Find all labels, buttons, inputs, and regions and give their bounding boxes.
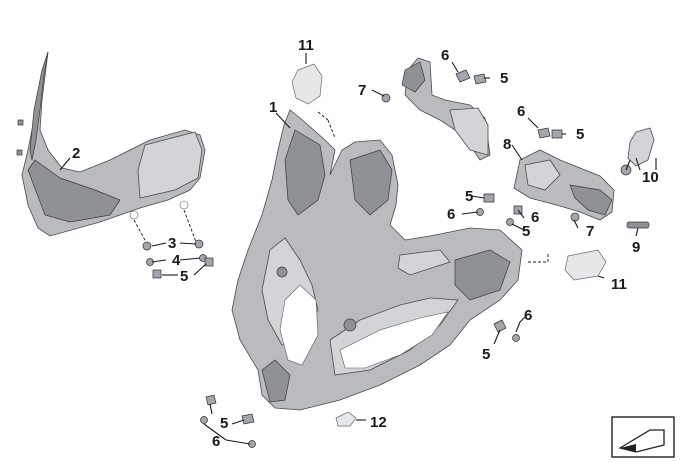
part-2-hardware <box>133 209 214 279</box>
part-2-upper-panel <box>16 51 206 237</box>
callout-6-lower: 6 <box>524 307 532 324</box>
mid-hardware <box>476 193 523 226</box>
callout-6-top: 6 <box>441 47 449 64</box>
callout-10: 10 <box>642 169 659 186</box>
part-11-lens-right <box>528 249 607 281</box>
part-8-bracket <box>513 127 615 222</box>
callout-5-bottom: 5 <box>220 415 228 432</box>
part-9-rod <box>626 221 650 229</box>
callout-5-center-right: 5 <box>522 223 530 240</box>
upper-bracket-assembly <box>381 57 491 161</box>
callout-8: 8 <box>503 136 511 153</box>
callout-12: 12 <box>370 414 387 431</box>
part-10-connector <box>620 127 655 176</box>
part-12-tab <box>335 411 357 427</box>
callout-6-center: 6 <box>447 206 455 223</box>
callout-5-center: 5 <box>465 188 473 205</box>
callout-5-left: 5 <box>180 268 188 285</box>
callout-11-top: 11 <box>298 37 314 54</box>
lower-right-hardware <box>493 319 520 342</box>
callout-6-bottom: 6 <box>212 433 220 450</box>
callout-9: 9 <box>632 239 640 256</box>
callout-7-right: 7 <box>586 223 594 240</box>
callout-3: 3 <box>168 235 176 252</box>
callout-11-right: 11 <box>611 276 627 293</box>
callout-6-center-right: 6 <box>531 209 539 226</box>
callout-5-top: 5 <box>500 70 508 87</box>
callout-7-top: 7 <box>358 82 366 99</box>
leader-lines <box>59 53 657 445</box>
callout-2: 2 <box>72 145 80 162</box>
callout-4: 4 <box>172 252 181 269</box>
callout-6-mid: 6 <box>517 103 525 120</box>
callout-numbers: 11 1 2 3 4 5 7 6 5 6 5 8 10 7 9 11 5 6 6… <box>72 37 659 450</box>
view-direction-icon <box>611 416 675 458</box>
callout-5-mid: 5 <box>576 126 584 143</box>
callout-5-lower: 5 <box>482 346 490 363</box>
callout-1: 1 <box>269 99 277 116</box>
part-1-front-fairing <box>231 109 523 411</box>
part-11-lens-top <box>291 63 336 139</box>
